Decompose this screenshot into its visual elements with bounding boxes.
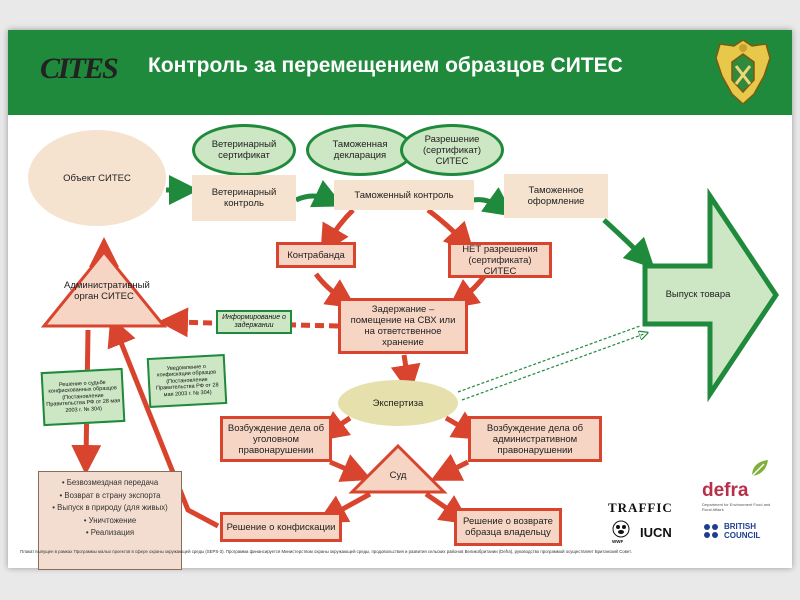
action-item: • Выпуск в природу (для живых): [52, 503, 168, 512]
footer-note: Плакат выпущен в рамках Программы малых …: [20, 549, 632, 554]
defra-subtitle: Department for Environment Food and Rura…: [702, 502, 771, 512]
release-label: Выпуск товара: [665, 289, 731, 300]
slide: CITES Контроль за перемещением образцов …: [8, 30, 792, 570]
customs-clearance-node: Таможенное оформление: [504, 174, 608, 218]
customs-clearance-label: Таможенное оформление: [527, 185, 585, 207]
fate-decision-label: Решение о судьбе конфискованных образцов…: [46, 379, 121, 414]
header-banner: CITES Контроль за перемещением образцов …: [8, 30, 792, 115]
customs-control-node: Таможенный контроль: [334, 180, 474, 210]
cites-permit-node: Разрешение (сертификат) СИТЕС: [400, 124, 504, 176]
court-triangle: [348, 443, 448, 494]
detention-label: Задержание – помещение на СВХ или на отв…: [350, 304, 456, 348]
admin-case-node: Возбуждение дела об административном пра…: [468, 416, 602, 462]
flow-arrows: [40, 175, 780, 529]
defra-logo: defra: [702, 480, 749, 501]
expertise-label: Экспертиза: [372, 397, 424, 409]
admin-body-triangle: [40, 249, 168, 328]
notice-confiscation-tag: Уведомление о конфискации образцов (Пост…: [146, 353, 228, 409]
page-title: Контроль за перемещением образцов СИТЕС: [148, 54, 623, 77]
british-council-icon: [702, 522, 720, 540]
fate-decision-tag: Решение о судьбе конфискованных образцов…: [40, 367, 126, 427]
info-detention-tag: Информирование о задержании: [216, 310, 292, 334]
object-cites-label: Объект СИТЕС: [63, 172, 131, 184]
admin-body-label: Административный орган СИТЕС: [64, 280, 150, 302]
cites-logo-text: CITES: [40, 52, 119, 85]
vet-certificate-label: Ветеринарный сертификат: [211, 139, 277, 161]
confiscation-decision-label: Решение о конфискации: [226, 521, 336, 533]
traffic-logo: TRAFFIC: [608, 500, 673, 515]
defra-leaf-icon: [748, 456, 772, 480]
action-item: • Реализация: [85, 528, 135, 537]
wwf-label: WWF: [612, 539, 624, 544]
expertise-node: Экспертиза: [338, 380, 458, 426]
info-detention-label: Информирование о задержании: [222, 314, 286, 329]
british-council-logo: BRITISH COUNCIL: [724, 522, 761, 540]
customs-control-label: Таможенный контроль: [354, 189, 454, 201]
court-label: Суд: [389, 470, 407, 481]
action-item: • Безвозмездная передача: [61, 478, 159, 487]
cites-logo: CITES: [40, 50, 119, 90]
action-item: • Возврат в страну экспорта: [59, 490, 161, 500]
cites-permit-label: Разрешение (сертификат) СИТЕС: [422, 133, 481, 167]
object-cites-node: Объект СИТЕС: [28, 130, 166, 226]
detention-node: Задержание – помещение на СВХ или на отв…: [338, 298, 468, 354]
vet-control-label: Ветеринарный контроль: [211, 187, 277, 209]
criminal-case-node: Возбуждение дела об уголовном правонаруш…: [220, 416, 332, 462]
return-decision-label: Решение о возврате образца владельцу: [463, 516, 553, 538]
release-arrow-shape: [642, 187, 780, 403]
customs-declaration-label: Таможенная декларация: [332, 139, 388, 161]
iucn-logo: IUCN: [640, 525, 672, 540]
actions-list: • Безвозмездная передача • Возврат в стр…: [38, 471, 182, 570]
return-decision-node: Решение о возврате образца владельцу: [454, 508, 562, 546]
vet-control-node: Ветеринарный контроль: [192, 175, 296, 221]
contraband-node: Контрабанда: [276, 242, 356, 268]
action-item: • Уничтожение: [83, 515, 137, 525]
no-permit-node: НЕТ разрешения (сертификата) СИТЕС: [448, 242, 552, 278]
criminal-case-label: Возбуждение дела об уголовном правонаруш…: [227, 422, 325, 456]
wwf-panda-icon: [612, 520, 630, 538]
vet-certificate-node: Ветеринарный сертификат: [192, 124, 296, 176]
customs-emblem-icon: [710, 36, 776, 108]
no-permit-label: НЕТ разрешения (сертификата) СИТЕС: [462, 243, 538, 277]
admin-case-label: Возбуждение дела об административном пра…: [486, 422, 584, 456]
contraband-label: Контрабанда: [287, 249, 345, 261]
notice-confiscation-label: Уведомление о конфискации образцов (Пост…: [155, 363, 219, 398]
confiscation-decision-node: Решение о конфискации: [220, 512, 342, 542]
customs-declaration-node: Таможенная декларация: [306, 124, 414, 176]
